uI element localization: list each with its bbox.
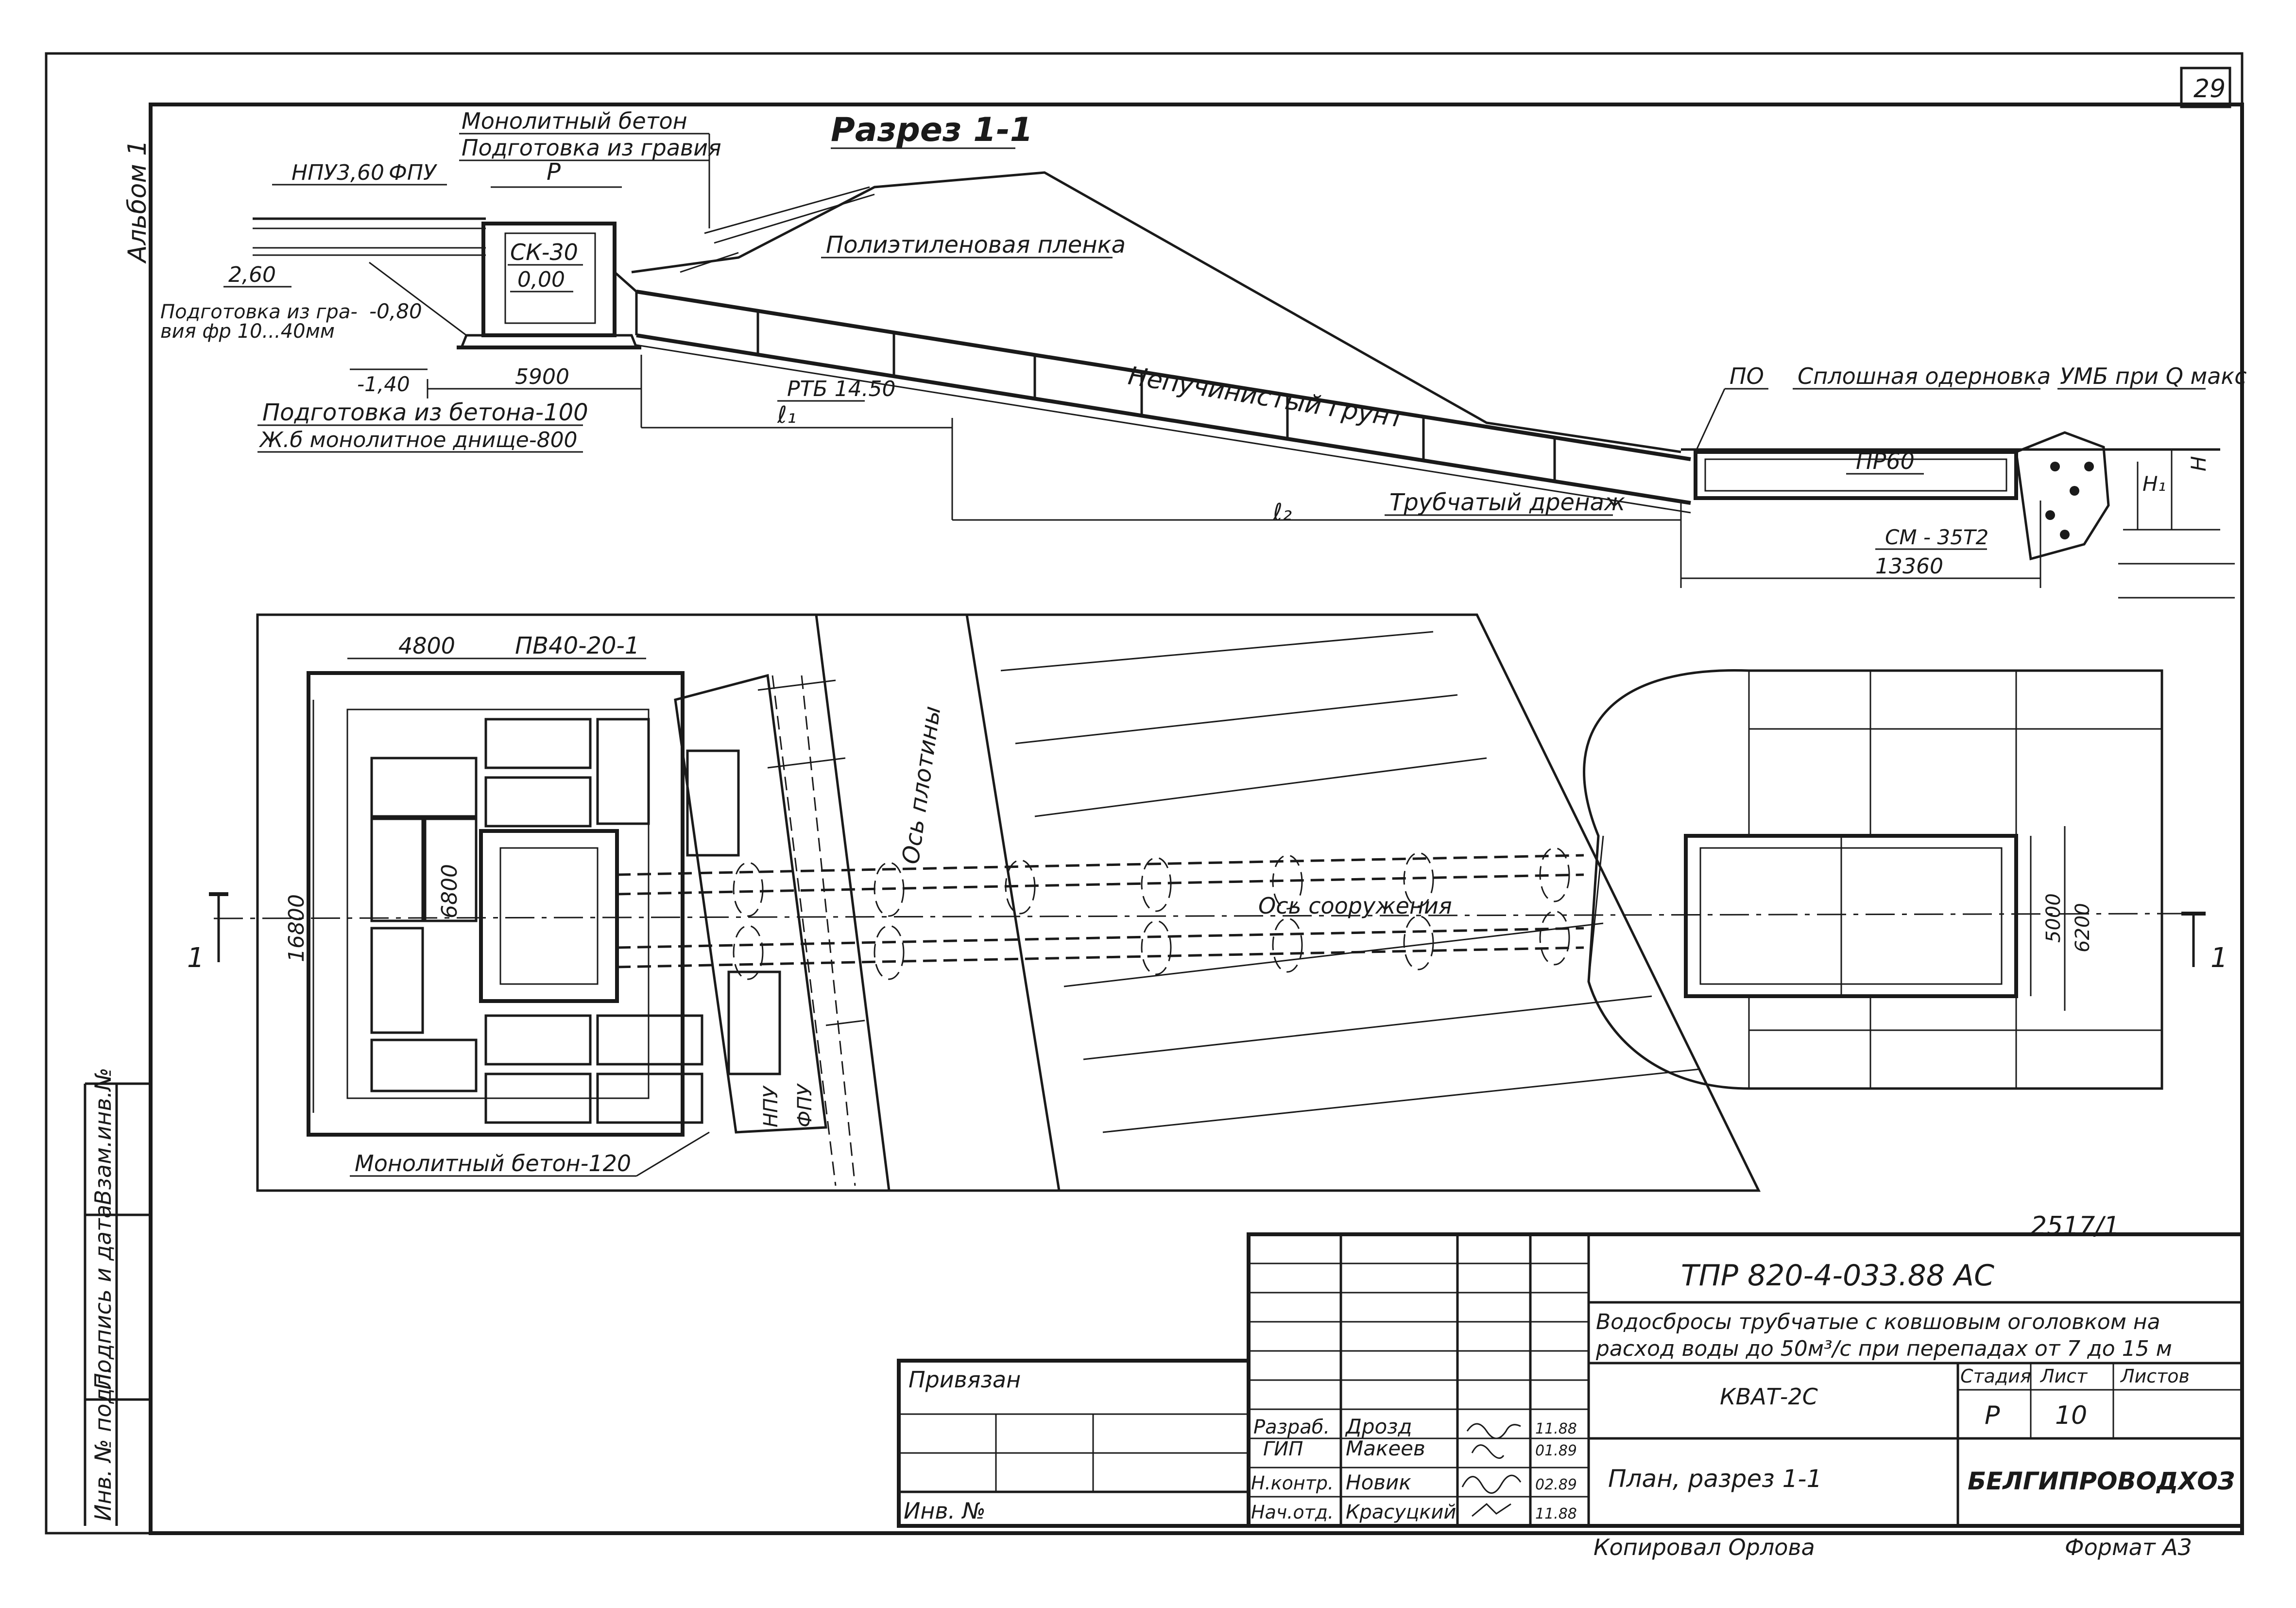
embankment-outline (631, 171, 1681, 453)
dim-5900: 5900 (515, 364, 569, 389)
slope-hatch (757, 631, 1701, 1133)
structure-axis-line (213, 913, 2187, 919)
date-3: 11.88 (1535, 1505, 1577, 1522)
label-po: ПО (1730, 363, 1764, 389)
label-nonheaving: Непучинистый грунт (1126, 362, 1407, 434)
title-block: Привязан Инв. № Разраб. Дрозд 11.88 ГИП … (897, 1232, 2244, 1560)
dim-4800: 4800 (398, 633, 455, 659)
label-npu: НПУ3,60 (291, 160, 384, 185)
label-elev-140: -1,40 (357, 372, 410, 396)
name-3: Красуцкий (1346, 1501, 1456, 1523)
conduit-bottom (636, 333, 1691, 505)
plan-npu: НПУ (760, 1085, 782, 1127)
inner-border (149, 103, 2244, 1535)
role-3: Нач.отд. (1251, 1502, 1334, 1523)
conduit-top (636, 290, 1691, 461)
label-polyethylene: Полиэтиленовая пленка (826, 231, 1126, 259)
label-umb: УМБ при Q макс (2060, 363, 2247, 389)
label-pr60: ПР60 (1856, 448, 1915, 474)
cut-marker-left: 1 (187, 942, 205, 974)
name-0: Дрозд (1345, 1415, 1412, 1438)
outlet-channel (1694, 450, 2018, 500)
sheet-label: Лист (2039, 1366, 2088, 1387)
sign-date-label: Подпись и дата (90, 1205, 116, 1390)
label-h: Н (2187, 456, 2210, 471)
section-title: Разрез 1-1 (831, 111, 1033, 149)
outlet-basin (1583, 669, 2163, 1090)
plan-fpu: ФПУ (794, 1083, 816, 1127)
signatures (1461, 1423, 1522, 1517)
conduit-plan (617, 854, 1584, 968)
description-line-1: Водосбросы трубчатые с ковшовым оголовко… (1596, 1310, 2160, 1334)
label-sk30: СК-30 (510, 239, 578, 265)
dim-6200: 6200 (2072, 903, 2094, 952)
dim-16800: 16800 (284, 894, 309, 962)
plan-border (256, 613, 1761, 1192)
privyazan-label: Привязан (908, 1366, 1021, 1393)
plate-grid (370, 718, 703, 1124)
sheet-value: 10 (2055, 1401, 2087, 1430)
label-monolith-concrete: Монолитный бетон (462, 108, 687, 134)
doc-code: ТПР 820-4-033.88 АС (1681, 1259, 1994, 1293)
stage-label: Стадия (1960, 1366, 2031, 1387)
copied-by: Копировал Орлова (1593, 1534, 1815, 1560)
format-label: Формат А3 (2065, 1534, 2192, 1560)
object-code: КВАТ-2С (1720, 1383, 1818, 1410)
page-number: 29 (2193, 74, 2226, 104)
label-zero: 0,00 (517, 267, 565, 292)
label-gravel-prep: Подготовка из гравия (462, 135, 721, 161)
label-structure-axis: Ось сооружения (1258, 893, 1452, 919)
name-1: Макеев (1346, 1436, 1425, 1460)
description-line-2: расход воды до 50м³/с при перепадах от 7… (1595, 1336, 2172, 1361)
riprap (2015, 431, 2110, 561)
label-sm35: СМ - 35Т2 (1885, 525, 1988, 549)
role-0: Разраб. (1253, 1416, 1330, 1438)
album-label: Альбом 1 (123, 140, 152, 264)
dim-13360: 13360 (1875, 554, 1943, 579)
label-rtb: РТБ 14.50 (787, 377, 896, 401)
label-dam-axis: Ось плотины (897, 704, 946, 865)
label-p: Р (547, 158, 561, 186)
dim-6800: 6800 (437, 864, 462, 918)
label-sod: Сплошная одерновка (1798, 363, 2051, 389)
plan-view: 4800 ПВ40-20-1 6800 16800 НП (187, 613, 2228, 1241)
label-gravel-fr-1: Подготовка из гра- (160, 301, 358, 323)
label-drain: Трубчатый дренаж (1389, 489, 1625, 516)
label-elev-260: 2,60 (228, 262, 276, 287)
page-number-box (2180, 67, 2231, 108)
label-h1: Н₁ (2142, 472, 2166, 496)
stage-value: Р (1985, 1401, 2000, 1430)
label-gravel-fr-2: вия фр 10...40мм (160, 320, 335, 343)
intake-well (479, 829, 619, 1003)
role-1: ГИП (1263, 1438, 1303, 1460)
label-elev-080: -0,80 (369, 299, 422, 323)
cut-marker-right: 1 (2210, 942, 2228, 974)
intake-platform (307, 671, 685, 1137)
label-concrete-prep: Подготовка из бетона-100 (262, 399, 588, 426)
organization: БЕЛГИПРОВОДХОЗ (1968, 1467, 2235, 1495)
sheet-name: План, разрез 1-1 (1608, 1465, 1822, 1493)
section-view: Разрез 1-1 Монолитный бетон Подготовка и… (160, 108, 2247, 599)
dim-5000: 5000 (2042, 893, 2065, 943)
date-1: 01.89 (1535, 1442, 1577, 1459)
left-strip: Инв. № подл. Подпись и дата Взам.инв.№ (84, 1068, 151, 1526)
label-mono-concrete-120: Монолитный бетон-120 (355, 1150, 631, 1176)
label-l1: ℓ₁ (777, 401, 796, 429)
label-pv: ПВ40-20-1 (515, 632, 639, 659)
vzam-label: Взам.инв.№ (90, 1068, 116, 1205)
sheets-label: Листов (2120, 1366, 2190, 1387)
label-fpu: ФПУ (389, 160, 438, 185)
date-0: 11.88 (1535, 1420, 1577, 1437)
role-2: Н.контр. (1251, 1472, 1334, 1494)
inv-no-label: Инв. № (904, 1498, 986, 1524)
inv-podl-label: Инв. № подл. (90, 1367, 116, 1521)
name-2: Новик (1346, 1470, 1411, 1494)
label-l2: ℓ₂ (1272, 499, 1292, 526)
date-2: 02.89 (1535, 1476, 1577, 1493)
label-rc-bottom: Ж.б монолитное днище-800 (258, 428, 578, 452)
outlet-stilling (1684, 834, 2018, 998)
